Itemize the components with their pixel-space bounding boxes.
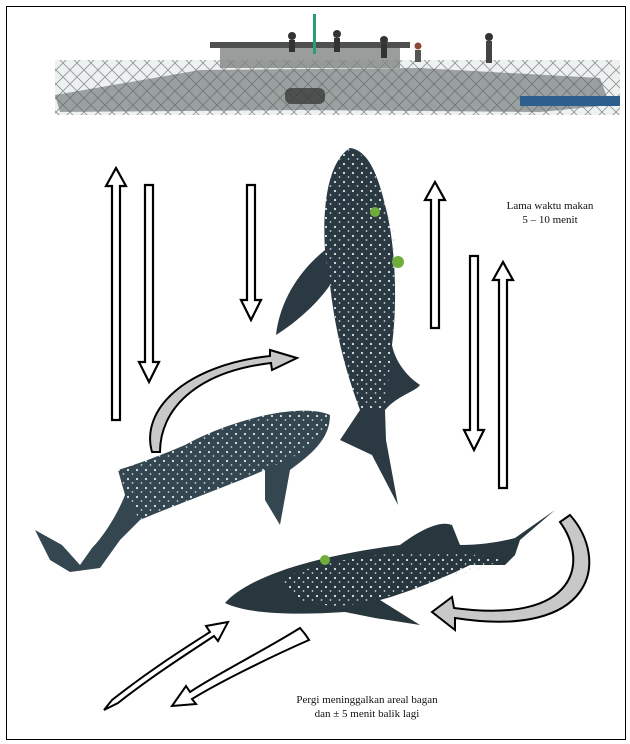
feeding-time-line2: 5 – 10 menit — [470, 213, 630, 227]
whale-shark-horizontal — [225, 510, 555, 625]
feeding-time-caption: Lama waktu makan 5 – 10 menit — [470, 199, 630, 227]
leave-return-line2: dan ± 5 menit balik lagi — [262, 707, 472, 721]
down-arrow-left — [139, 185, 159, 382]
down-arrow-center — [241, 185, 261, 320]
down-arrow-right — [464, 256, 484, 450]
whale-shark-diagonal — [35, 411, 330, 572]
up-arrow-right — [425, 182, 445, 328]
feeding-time-line1: Lama waktu makan — [470, 199, 630, 213]
diagonal-arrow-outgoing — [104, 622, 228, 710]
bagan-platform-illustration — [55, 14, 620, 115]
leave-return-line1: Pergi meninggalkan areal bagan — [262, 693, 472, 707]
up-arrow-left — [106, 168, 126, 420]
leave-return-caption: Pergi meninggalkan areal bagan dan ± 5 m… — [262, 693, 472, 721]
up-arrow-far-right — [493, 262, 513, 488]
